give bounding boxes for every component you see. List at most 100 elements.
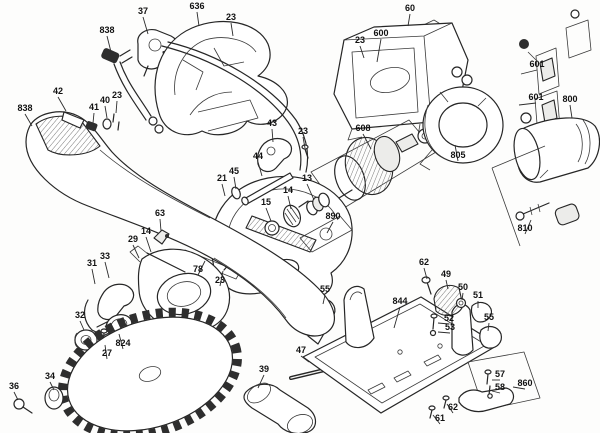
leader-line bbox=[306, 183, 315, 201]
leader-line bbox=[104, 261, 110, 279]
leader-line bbox=[322, 294, 326, 305]
leader-line bbox=[362, 133, 372, 150]
leader-line bbox=[257, 161, 263, 177]
part-label-13-19: 13 bbox=[302, 173, 312, 183]
cord-clamp-drawing bbox=[101, 48, 133, 64]
leader-line bbox=[159, 218, 162, 232]
part-label-34-38: 34 bbox=[45, 371, 55, 381]
saw-blade-drawing bbox=[58, 307, 242, 433]
part-label-27-36: 27 bbox=[102, 348, 112, 358]
part-label-601-8: 601 bbox=[528, 92, 543, 102]
part-label-55-47: 55 bbox=[484, 312, 494, 322]
part-label-810-25: 810 bbox=[517, 223, 532, 233]
dust-elbow-drawing bbox=[243, 382, 317, 433]
leader-line bbox=[197, 260, 206, 276]
part-label-39-39: 39 bbox=[259, 364, 269, 374]
leader-line bbox=[271, 128, 274, 143]
part-label-29-28: 29 bbox=[128, 234, 138, 244]
leader-line bbox=[569, 104, 573, 119]
part-label-601-7: 601 bbox=[529, 59, 544, 69]
part-label-62-43: 62 bbox=[419, 257, 429, 267]
part-label-51-46: 51 bbox=[473, 290, 483, 300]
motor-cap-drawing bbox=[513, 117, 600, 183]
part-label-31-32: 31 bbox=[87, 258, 97, 268]
leader-line bbox=[437, 331, 451, 334]
part-label-838-11: 838 bbox=[17, 103, 32, 113]
part-label-55-41: 55 bbox=[320, 284, 330, 294]
leader-line bbox=[233, 176, 237, 190]
part-label-608-22: 608 bbox=[355, 123, 370, 133]
part-label-61-54: 61 bbox=[435, 413, 445, 423]
part-label-838-0: 838 bbox=[99, 25, 114, 35]
leader-line bbox=[91, 268, 96, 285]
part-label-860-52: 860 bbox=[517, 378, 532, 388]
blade-bolt-drawing bbox=[13, 386, 64, 414]
leader-line bbox=[142, 16, 149, 35]
part-label-60-4: 60 bbox=[405, 3, 415, 13]
part-label-636-2: 636 bbox=[189, 1, 204, 11]
part-label-41-12: 41 bbox=[89, 102, 99, 112]
rear-bracket-drawing bbox=[428, 351, 541, 419]
leader-line bbox=[145, 236, 152, 253]
leader-line bbox=[423, 267, 428, 280]
armature-drawing bbox=[310, 119, 437, 218]
part-label-45-18: 45 bbox=[229, 166, 239, 176]
part-label-52-48: 52 bbox=[444, 313, 454, 323]
part-label-43-15: 43 bbox=[267, 118, 277, 128]
leader-line bbox=[24, 113, 33, 127]
leader-line bbox=[196, 11, 200, 27]
part-label-47-40: 47 bbox=[296, 345, 306, 355]
part-label-58-51: 58 bbox=[495, 382, 505, 392]
leader-line bbox=[437, 322, 450, 325]
part-label-23-31: 23 bbox=[215, 275, 225, 285]
leader-line bbox=[359, 45, 365, 59]
power-cord-drawing bbox=[113, 41, 309, 173]
leader-line bbox=[326, 221, 334, 234]
part-label-44-17: 44 bbox=[253, 151, 263, 161]
leader-line bbox=[407, 13, 411, 27]
leader-line bbox=[524, 219, 532, 235]
grip-handle-drawing bbox=[25, 111, 335, 337]
part-label-23-3: 23 bbox=[226, 12, 236, 22]
leader-line bbox=[446, 403, 454, 414]
part-label-23-6: 23 bbox=[355, 35, 365, 45]
leader-line bbox=[230, 22, 234, 37]
leader-line bbox=[49, 381, 55, 391]
leader-line bbox=[13, 391, 19, 401]
leader-line bbox=[92, 112, 95, 124]
part-label-800-9: 800 bbox=[562, 94, 577, 104]
leader-line bbox=[115, 100, 118, 114]
part-label-32-34: 32 bbox=[75, 310, 85, 320]
leader-line bbox=[461, 292, 464, 301]
part-label-21-29: 21 bbox=[217, 173, 227, 183]
bevel-bracket-drawing bbox=[421, 276, 502, 349]
leader-line bbox=[104, 344, 108, 360]
leader-line bbox=[219, 270, 224, 287]
part-label-49-44: 49 bbox=[441, 269, 451, 279]
leader-line bbox=[104, 105, 108, 119]
leader-line bbox=[393, 306, 401, 329]
part-label-50-45: 50 bbox=[458, 282, 468, 292]
leader-line bbox=[432, 414, 441, 425]
leader-line bbox=[376, 38, 382, 63]
leader-line bbox=[300, 355, 310, 363]
part-label-63-26: 63 bbox=[155, 208, 165, 218]
part-label-15-21: 15 bbox=[261, 197, 271, 207]
leader-line bbox=[57, 96, 67, 112]
part-label-40-13: 40 bbox=[100, 95, 110, 105]
field-coil-drawing bbox=[419, 66, 504, 171]
part-label-57-50: 57 bbox=[495, 369, 505, 379]
part-label-78-30: 78 bbox=[193, 264, 203, 274]
part-label-14-27: 14 bbox=[141, 226, 151, 236]
leader-line bbox=[257, 374, 265, 389]
part-label-62-53: 62 bbox=[448, 402, 458, 412]
part-label-53-49: 53 bbox=[445, 322, 455, 332]
part-label-23-14: 23 bbox=[112, 90, 122, 100]
leader-line bbox=[221, 183, 226, 197]
leader-line bbox=[106, 35, 112, 53]
part-label-890-23: 890 bbox=[325, 211, 340, 221]
leader-line bbox=[265, 207, 272, 222]
